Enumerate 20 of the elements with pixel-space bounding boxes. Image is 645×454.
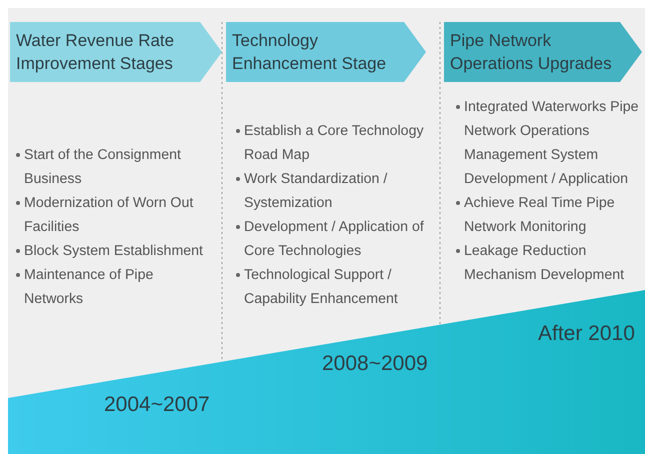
bullet-item: Technological Support / Capability Enhancement	[244, 266, 399, 309]
period-label: 2008~2009	[322, 352, 428, 376]
stage-heading: Water Revenue Rate Improvement Stages	[16, 30, 176, 75]
bullet-item: Block System Establishment	[24, 242, 204, 261]
bullet-item: Achieve Real Time Pipe Network Monitoring	[464, 194, 616, 237]
period-label: 2004~2007	[104, 393, 210, 417]
chevron-banner	[444, 22, 642, 82]
chevron-banner	[226, 22, 426, 82]
bullet-item: Establish a Core Technology Road Map	[244, 122, 425, 165]
bullet-item: Integrated Waterworks Pipe Network Operations Management System Development / Application	[464, 98, 640, 189]
bullet-item: Maintenance of Pipe Networks	[24, 266, 154, 309]
stage-heading: Technology Enhancement Stage	[232, 30, 388, 75]
bullet-item: Start of the Consignment Business	[24, 146, 182, 189]
bullet-item: Modernization of Worn Out Facilities	[24, 194, 194, 237]
stage-heading: Pipe Network Operations Upgrades	[450, 30, 613, 75]
chevron-banner	[10, 22, 222, 82]
bullet-item: Work Standardization / Systemization	[244, 170, 388, 213]
bullet-item: Leakage Reduction Mechanism Development	[464, 242, 626, 285]
period-label: After 2010	[538, 322, 635, 346]
bullet-item: Development / Application of Core Technologies	[244, 218, 425, 261]
